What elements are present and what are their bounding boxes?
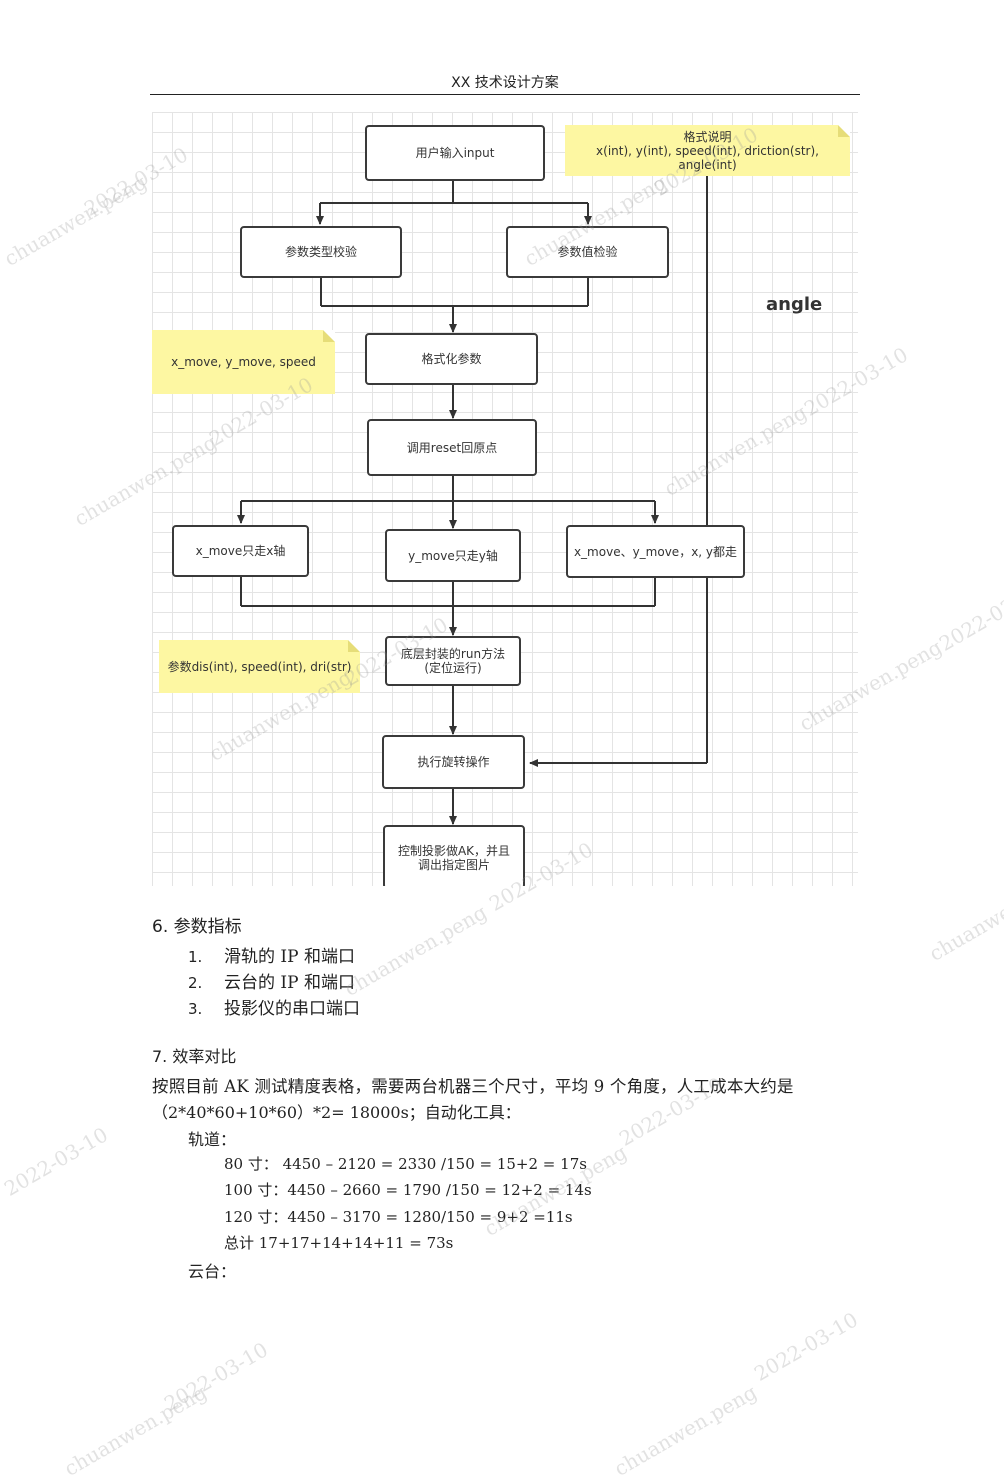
watermark-name: chuanwen.peng <box>60 1379 211 1481</box>
node-run-method-line1: 底层封装的run方法 <box>400 647 506 661</box>
document-header-title: XX 技术设计方案 <box>451 75 559 91</box>
angle-label: angle <box>766 294 823 315</box>
list-item-number: 1. <box>188 948 203 966</box>
section6-title: 6. 参数指标 <box>152 917 242 937</box>
calc-row-80: 80 寸： 4450 – 2120 = 2330 /150 = 15+2 = 1… <box>224 1155 587 1173</box>
watermark-date: 2022-03-10 <box>750 1307 862 1386</box>
watermark-name: chuanwen.peng <box>610 1379 761 1481</box>
calc-row-total: 总计 17+17+14+14+11 = 73s <box>224 1234 454 1252</box>
note-move-params: x_move, y_move, speed <box>152 330 335 394</box>
calc-row-100: 100 寸：4450 – 2660 = 1790 /150 = 12+2 = 1… <box>224 1181 592 1199</box>
watermark-date: 2022-03-10 <box>160 1337 272 1416</box>
watermark-name: chuanwen.peng <box>0 169 151 271</box>
gimbal-label: 云台： <box>188 1262 237 1281</box>
node-param-value-check: 参数值检验 <box>506 226 669 278</box>
list-item-number: 2. <box>188 974 203 992</box>
list-item-text: 云台的 IP 和端口 <box>224 973 355 993</box>
node-projector: 控制投影做AK，并且 调出指定图片 <box>383 825 525 886</box>
node-rotate: 执行旋转操作 <box>382 735 525 789</box>
note-format-title: 格式说明 <box>683 129 732 144</box>
track-label: 轨道： <box>188 1130 237 1149</box>
watermark-name: chuanwen.peng <box>925 864 1004 966</box>
node-run-method-line2: (定位运行) <box>424 661 482 675</box>
watermark-name: chuanwen.peng <box>340 899 491 1001</box>
list-item: 3. 投影仪的串口端口 <box>188 994 360 1019</box>
note-move-params-text: x_move, y_move, speed <box>171 355 316 369</box>
node-y-move: y_move只走y轴 <box>385 529 521 582</box>
node-format-params: 格式化参数 <box>365 333 538 385</box>
list-item-text: 投影仪的串口端口 <box>224 999 360 1019</box>
node-projector-line1: 控制投影做AK，并且 <box>397 844 511 858</box>
flowchart: 用户输入input 参数类型校验 参数值检验 格式化参数 调用reset回原点 … <box>152 112 858 886</box>
list-item: 2. 云台的 IP 和端口 <box>188 968 355 993</box>
node-xy-move: x_move、y_move，x, y都走 <box>566 525 745 578</box>
calc-row-120: 120 寸：4450 – 3170 = 1280/150 = 9+2 =11s <box>224 1208 573 1226</box>
node-param-type-check: 参数类型校验 <box>240 226 402 278</box>
node-call-reset: 调用reset回原点 <box>367 419 537 476</box>
note-run-params: 参数dis(int), speed(int), dri(str) <box>159 640 360 693</box>
list-item-number: 3. <box>188 1000 203 1018</box>
section7-paragraph-line1: 按照目前 AK 测试精度表格，需要两台机器三个尺寸，平均 9 个角度，人工成本大… <box>152 1077 794 1096</box>
note-format-body: x(int), y(int), speed(int), driction(str… <box>596 143 819 172</box>
node-x-move: x_move只走x轴 <box>172 525 309 577</box>
section7-paragraph-line2: （2*40*60+10*60）*2= 18000s；自动化工具： <box>152 1103 521 1122</box>
note-run-params-text: 参数dis(int), speed(int), dri(str) <box>167 659 352 674</box>
node-user-input: 用户输入input <box>365 125 545 181</box>
node-run-method: 底层封装的run方法 (定位运行) <box>385 636 521 686</box>
watermark-date: 2022-03-10 <box>935 577 1004 656</box>
section7-title: 7. 效率对比 <box>152 1047 237 1066</box>
header-rule <box>150 94 860 95</box>
watermark-date: 2022-03-10 <box>0 1122 112 1201</box>
list-item-text: 滑轨的 IP 和端口 <box>224 947 355 967</box>
list-item: 1. 滑轨的 IP 和端口 <box>188 942 355 967</box>
flowchart-connectors <box>237 176 708 825</box>
note-format-description: 格式说明 x(int), y(int), speed(int), drictio… <box>565 125 850 176</box>
node-projector-line2: 调出指定图片 <box>417 858 490 872</box>
